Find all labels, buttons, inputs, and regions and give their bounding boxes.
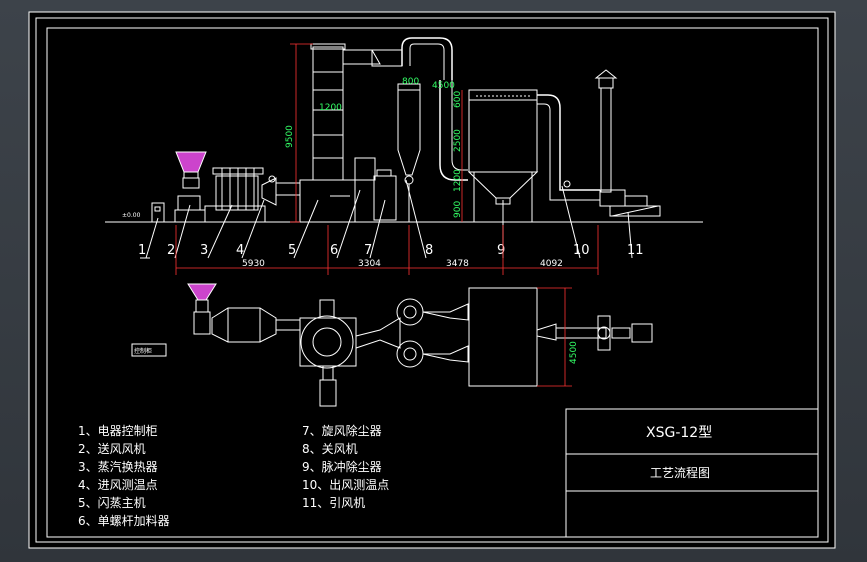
dim-plan-4500: 4500	[569, 341, 579, 364]
cyclone-separator	[397, 37, 453, 222]
outlet-duct	[537, 94, 600, 201]
frame-border	[46, 27, 819, 538]
dim-9500: 9500	[285, 125, 295, 148]
callout-11: 11	[627, 243, 644, 258]
legend-list: 1、电器控制柜 2、送风风机 3、蒸汽换热器 4、进风测温点 5、闪蒸主机 6、…	[78, 423, 389, 528]
dim-pipe: 4500	[432, 81, 455, 91]
legend-item-2: 2、送风风机	[78, 441, 146, 456]
callout-7: 7	[364, 243, 372, 258]
callout-9: 9	[497, 243, 505, 258]
legend-item-9: 9、脉冲除尘器	[302, 459, 382, 474]
callout-10: 10	[573, 243, 590, 258]
callout-6: 6	[330, 243, 338, 258]
model-title: XSG-12型	[646, 425, 712, 441]
legend-item-3: 3、蒸汽换热器	[78, 459, 158, 474]
dim-2500: 2500	[453, 129, 463, 152]
ground-mark: ±0.00	[122, 212, 141, 219]
horizontal-dimension	[175, 225, 599, 275]
callout-3: 3	[200, 243, 208, 258]
callout-4: 4	[236, 243, 244, 258]
height-dimension	[290, 43, 313, 223]
plan-view	[187, 283, 653, 407]
control-box-label: 控制柜	[134, 347, 152, 355]
flash-dryer-tower	[299, 43, 403, 223]
legend-item-5: 5、闪蒸主机	[78, 496, 146, 510]
drawing-sheet	[28, 11, 836, 549]
induced-draft-fan	[594, 69, 661, 217]
callout-2: 2	[167, 243, 175, 258]
legend-item-7: 7、旋风除尘器	[302, 423, 382, 438]
drawing-name: 工艺流程图	[650, 465, 710, 480]
legend-item-6: 6、单螺杆加料器	[78, 514, 170, 528]
inner-border	[35, 17, 829, 543]
dim-3478: 3478	[446, 259, 469, 269]
legend-item-11: 11、引风机	[302, 496, 365, 510]
steam-heat-exchanger	[204, 167, 266, 223]
dim-4092: 4092	[540, 259, 563, 269]
dim-3304: 3304	[358, 259, 381, 269]
pulse-bag-filter	[467, 89, 539, 222]
title-block	[565, 408, 819, 538]
dim-800: 800	[402, 77, 419, 87]
dim-600: 600	[453, 91, 463, 108]
dim-1200: 1200	[319, 103, 342, 113]
callout-5: 5	[288, 243, 296, 258]
callout-1: 1	[138, 243, 146, 258]
control-cabinet	[151, 202, 165, 223]
dim-5930: 5930	[242, 259, 265, 269]
legend-item-8: 8、关风机	[302, 442, 358, 456]
legend-item-4: 4、进风测温点	[78, 478, 158, 492]
control-box-plan	[131, 343, 167, 357]
screw-feeder	[354, 157, 397, 221]
legend-item-10: 10、出风测温点	[302, 478, 389, 492]
dim-1200b: 1200	[453, 169, 463, 192]
legend-item-1: 1、电器控制柜	[78, 424, 158, 438]
callout-8: 8	[425, 243, 433, 258]
dim-900: 900	[453, 201, 463, 218]
